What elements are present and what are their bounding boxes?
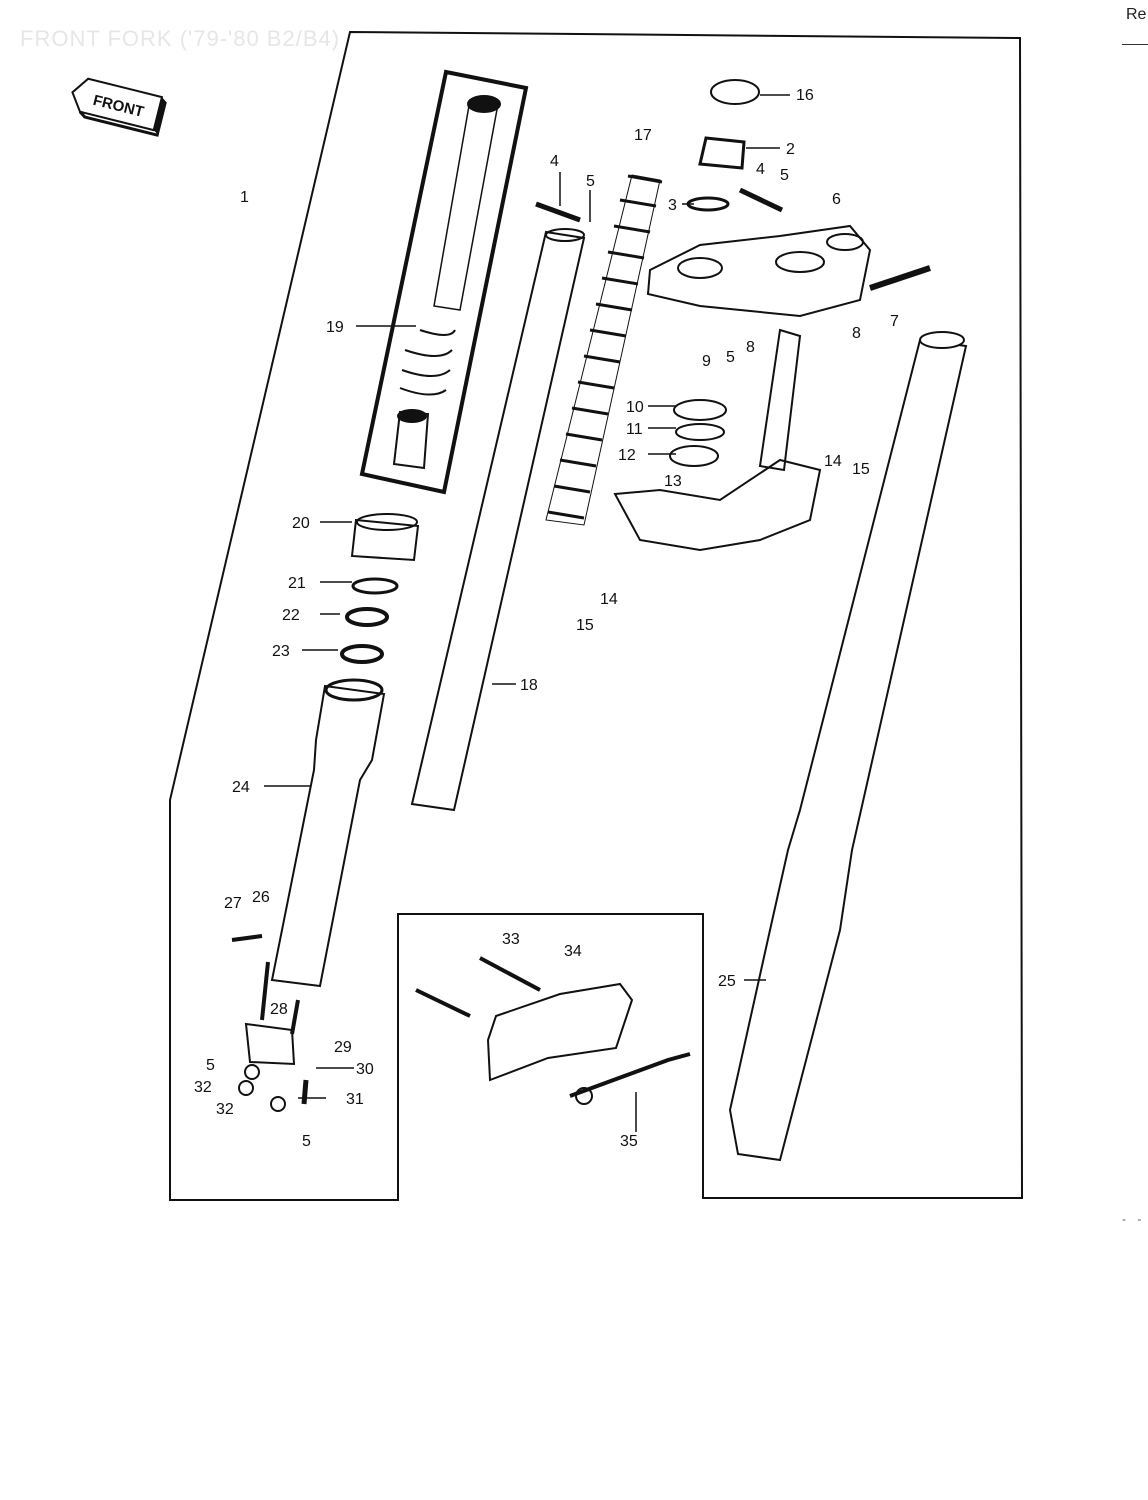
tool-kit-parts [415, 956, 691, 1105]
callout-5-bottom: 5 [302, 1133, 311, 1150]
outer-tube-24 [270, 513, 420, 988]
callout-27: 27 [224, 895, 242, 912]
callout-8-right: 8 [852, 325, 861, 342]
top-bracket-6 [646, 224, 931, 318]
callout-11: 11 [626, 421, 643, 438]
callout-5-top-right: 5 [780, 167, 789, 184]
callout-14-right: 14 [824, 453, 842, 470]
callout-15-lower: 15 [576, 617, 594, 634]
top-caps [535, 79, 784, 223]
callout-17: 17 [634, 127, 652, 144]
callout-6: 6 [832, 191, 841, 208]
callout-5-lower-left: 5 [206, 1057, 215, 1074]
callout-4-right: 4 [756, 161, 765, 178]
callout-numbers: 1 2 3 4 4 5 5 5 5 5 6 7 8 8 9 10 11 12 1… [194, 87, 899, 1150]
axle-clamp-parts [231, 934, 309, 1112]
callout-4-left: 4 [550, 153, 559, 170]
callout-34: 34 [564, 943, 582, 960]
diagram-border [169, 30, 1024, 1201]
callout-14-lower: 14 [600, 591, 618, 608]
callout-19: 19 [326, 319, 344, 336]
callout-leaders [264, 94, 790, 1132]
stem-bracket [613, 328, 822, 552]
callout-15-right: 15 [852, 461, 870, 478]
outer-tube-25 [728, 331, 968, 1162]
fork-spring [545, 174, 663, 526]
page-title: FRONT FORK ('79-'80 B2/B4) [20, 26, 341, 51]
callout-28: 28 [270, 1001, 288, 1018]
callout-16: 16 [796, 87, 814, 104]
callout-7: 7 [890, 313, 899, 330]
damper-rod-inset [359, 69, 529, 495]
callout-3: 3 [668, 197, 677, 214]
callout-23: 23 [272, 643, 290, 660]
callout-5-mid: 5 [726, 349, 735, 366]
callout-10: 10 [626, 399, 644, 416]
callout-9: 9 [702, 353, 711, 370]
callout-21: 21 [288, 575, 306, 592]
callout-13: 13 [664, 473, 682, 490]
callout-20: 20 [292, 515, 310, 532]
callout-35: 35 [620, 1133, 638, 1150]
callout-12: 12 [618, 447, 636, 464]
callout-25: 25 [718, 973, 736, 990]
inner-tube-18 [410, 228, 586, 812]
front-arrow-badge: FRONT [71, 77, 167, 137]
callout-26: 26 [252, 889, 270, 906]
corner-rule [1122, 44, 1148, 45]
callout-18: 18 [520, 677, 538, 694]
callout-24: 24 [232, 779, 250, 796]
callout-1: 1 [240, 189, 249, 206]
callout-2: 2 [786, 141, 795, 158]
callout-22: 22 [282, 607, 300, 624]
callout-32-upper: 32 [194, 1079, 212, 1096]
callout-30: 30 [356, 1061, 374, 1078]
callout-5-top-left: 5 [586, 173, 595, 190]
callout-29: 29 [334, 1039, 352, 1056]
corner-text: Re [1126, 6, 1147, 23]
stray-mark: - - [1122, 1212, 1146, 1226]
callout-32-lower: 32 [216, 1101, 234, 1118]
callout-31: 31 [346, 1091, 364, 1108]
callout-33: 33 [502, 931, 520, 948]
callout-8-mid: 8 [746, 339, 755, 356]
